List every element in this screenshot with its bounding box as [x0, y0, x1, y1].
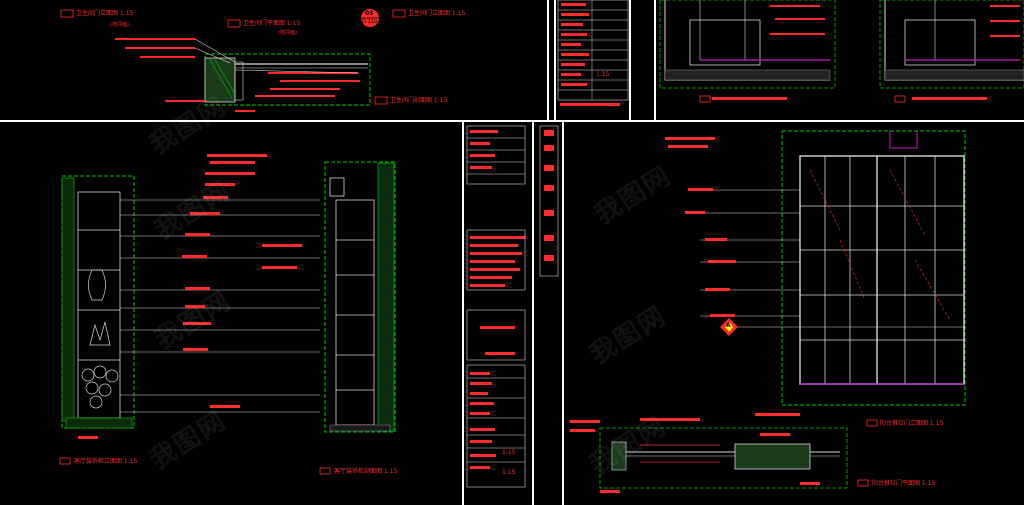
- section-callout-marker: [720, 318, 738, 336]
- title-block-scale-b: 1:15: [502, 469, 516, 476]
- section-callout-letter: A: [726, 322, 731, 329]
- callout-number: 03: [365, 10, 374, 17]
- title-block-scale-a: 1:15: [502, 449, 516, 456]
- sliding-door-elevation-title: 阳台推拉门立面图 1:15: [880, 420, 944, 427]
- callout-sheet-ref: D-11b: [362, 19, 378, 25]
- door-plan-subtitle: (地坪面): [278, 30, 297, 36]
- door-elevation-subtitle: (地坪面): [110, 22, 129, 28]
- sliding-door-plan-title: 阳台推拉门平面图 1:15: [872, 480, 936, 487]
- title-block-strips: [466, 125, 559, 488]
- detail-callout-marker: [361, 9, 379, 27]
- door-plan-title: 卫生间门平面图 1:15: [243, 20, 301, 27]
- door-section-title: 卫生间门立面图 1:15: [408, 10, 466, 17]
- cabinet-section-title: 客厅装饰柜剖面图 1:15: [334, 468, 398, 475]
- mid-left-cabinet: [59, 154, 396, 475]
- door-elevation-title: 卫生间门立面图 1:15: [76, 10, 134, 17]
- cabinet-elevation-title: 客厅装饰柜立面图 1:15: [74, 458, 138, 465]
- top-left-sheet: [60, 9, 406, 112]
- schedule-scale-note: 1:15: [596, 71, 610, 78]
- mid-right-sliding-door: [570, 130, 966, 493]
- top-right-elevations: [659, 0, 1024, 103]
- door-detail-title: 卫生间门剖面图 1:15: [390, 97, 448, 104]
- top-middle-schedule: [557, 0, 629, 106]
